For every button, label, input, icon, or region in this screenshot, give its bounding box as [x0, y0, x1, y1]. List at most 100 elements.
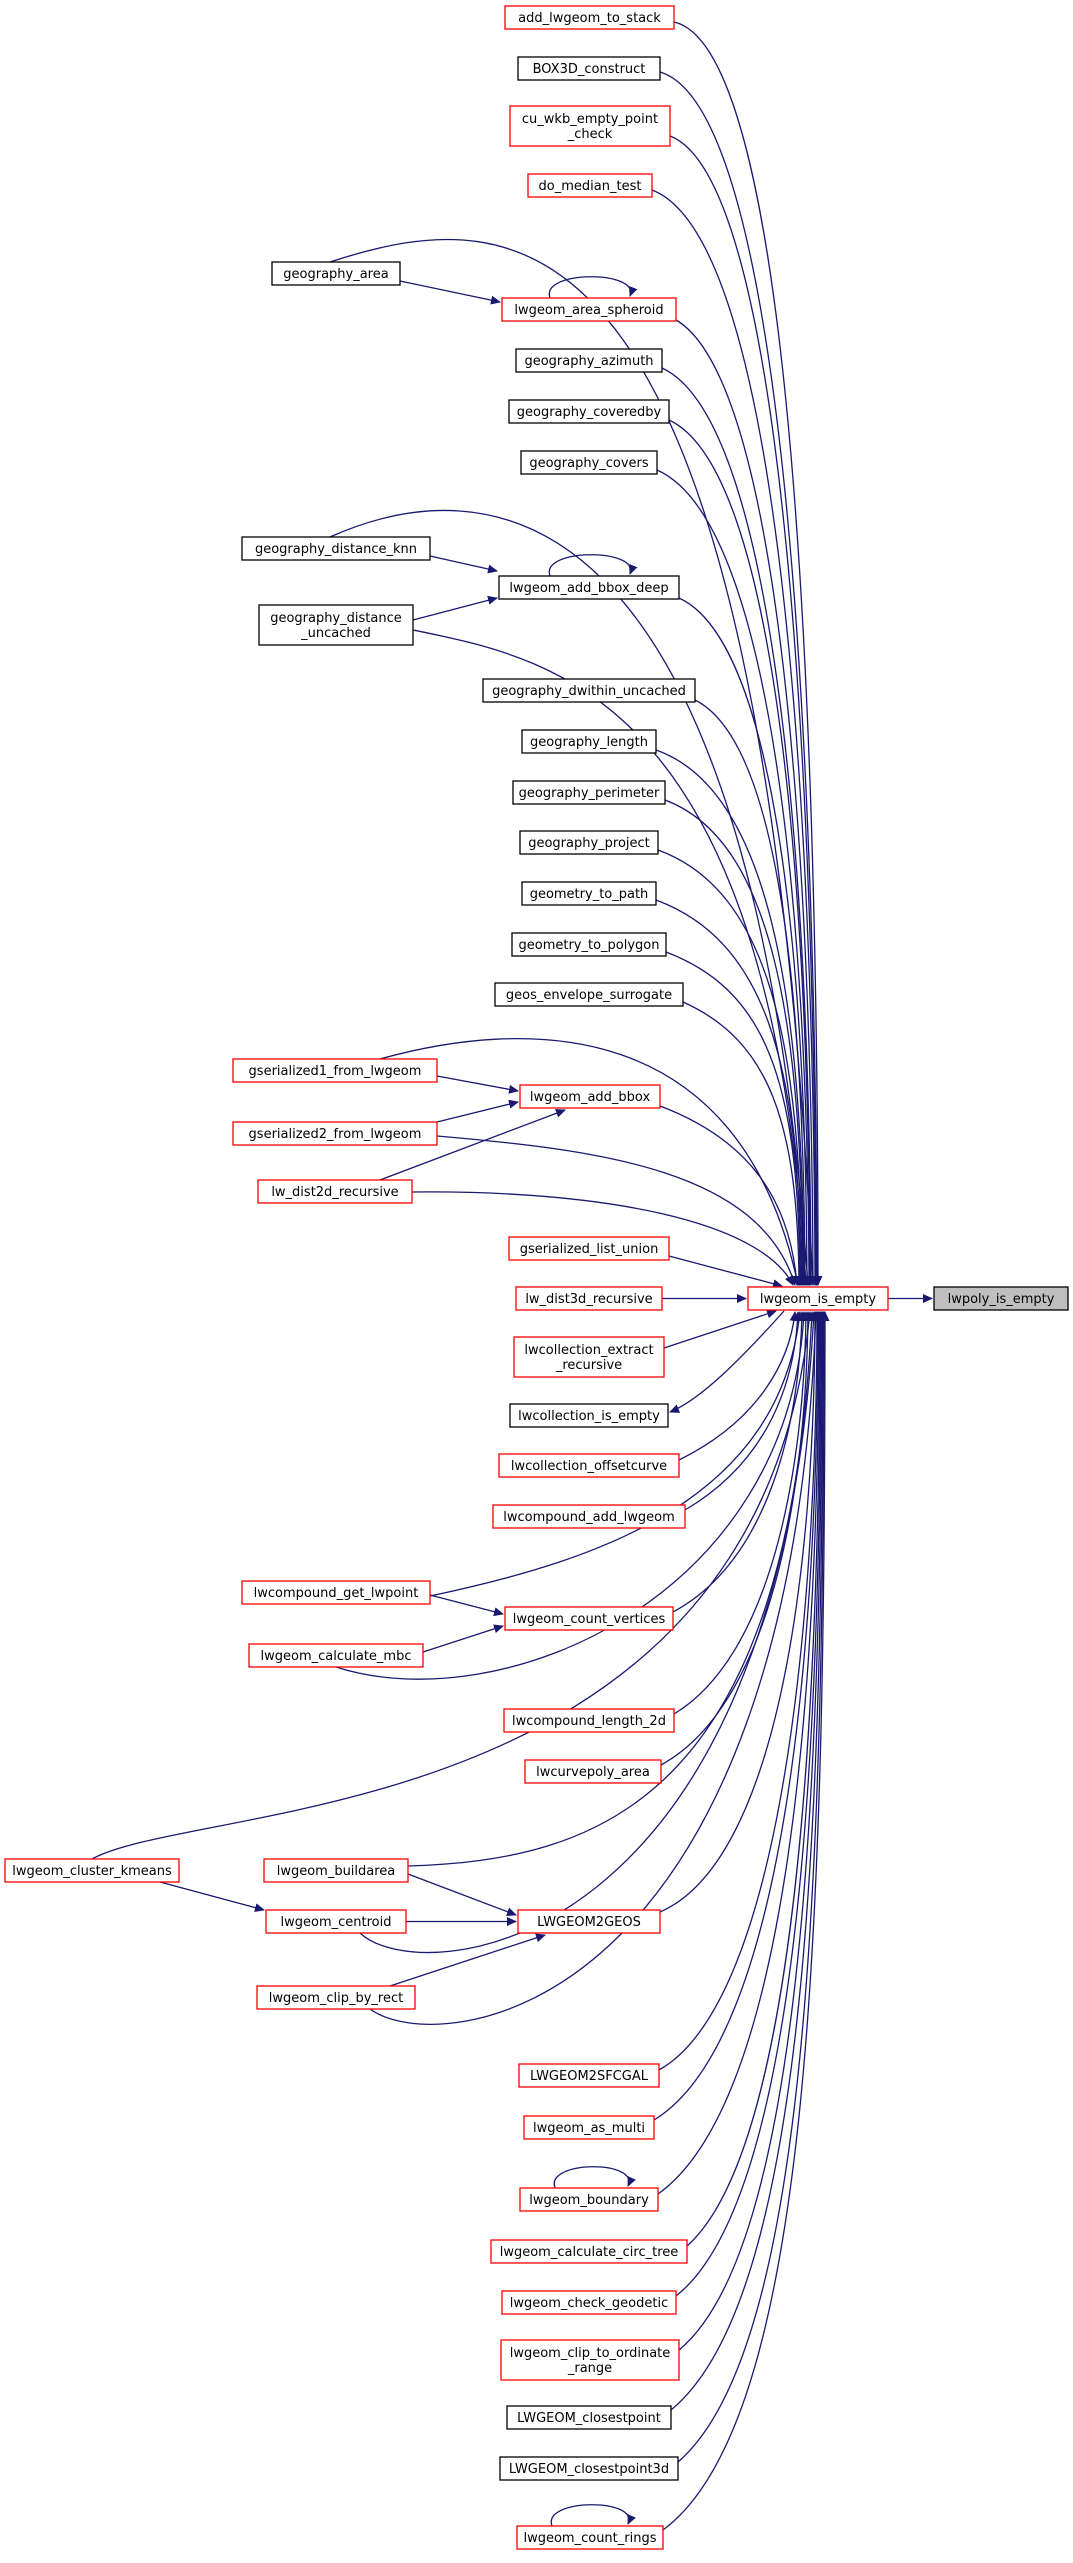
edge-lwgeom_count_vertices-to-lwgeom_is_empty: [672, 1311, 807, 1613]
node-LWGEOM2GEOS[interactable]: LWGEOM2GEOS: [517, 1909, 661, 1934]
node-lwgeom_as_multi[interactable]: lwgeom_as_multi: [523, 2115, 655, 2140]
edge-lwcollection_offsetcurve-to-lwgeom_is_empty: [678, 1311, 799, 1461]
edge-path: [678, 1311, 827, 2351]
edge-geography_dwithin_uncached-to-lwgeom_is_empty: [694, 699, 810, 1286]
edge-path: [659, 1105, 801, 1286]
edge-path: [159, 1881, 265, 1913]
node-label: gserialized2_from_lwgeom: [249, 1127, 422, 1142]
edge-path: [665, 951, 805, 1286]
node-label: lwgeom_count_rings: [523, 2531, 656, 2546]
node-label: do_median_test: [539, 179, 642, 194]
edge-path: [659, 1311, 820, 1913]
edge-lwgeom_area_spheroid-to-lwgeom_area_spheroid: [548, 276, 638, 299]
edge-lwcompound_length_2d-to-lwgeom_is_empty: [673, 1311, 811, 1715]
node-lwgeom_check_geodetic[interactable]: lwgeom_check_geodetic: [501, 2290, 677, 2315]
node-lwgeom_count_rings[interactable]: lwgeom_count_rings: [516, 2525, 664, 2550]
node-box: [500, 2339, 680, 2381]
edge-path: [379, 1108, 566, 1181]
node-lwcollection_extract_recursive[interactable]: lwcollection_extract_recursive: [513, 1336, 665, 1378]
node-label: lwgeom_cluster_kmeans: [12, 1864, 172, 1879]
edge-gserialized1_from_lwgeom-to-lwgeom_is_empty: [379, 1038, 801, 1286]
node-label: lwcollection_extract: [524, 1343, 653, 1358]
edge-path: [694, 699, 810, 1286]
node-box: [492, 1504, 686, 1529]
node-lwgeom_clip_by_rect[interactable]: lwgeom_clip_by_rect: [256, 1985, 416, 2010]
edge-lwgeom_buildarea-to-LWGEOM2GEOS: [407, 1873, 517, 1917]
node-label: lwgeom_centroid: [281, 1915, 392, 1930]
node-lwgeom_clip_to_ordinate_range[interactable]: lwgeom_clip_to_ordinate_range: [500, 2339, 680, 2381]
edge-lwcollection_extract_recursive-to-lwgeom_is_empty: [663, 1309, 777, 1349]
edge-geography_area-to-lwgeom_area_spheroid: [399, 280, 501, 305]
node-do_median_test[interactable]: do_median_test: [527, 173, 653, 198]
node-label: lwgeom_add_bbox_deep: [509, 581, 668, 596]
edge-lwcompound_add_lwgeom-to-lwgeom_is_empty: [684, 1311, 803, 1511]
node-label: gserialized_list_union: [520, 1242, 659, 1257]
node-geography_area: geography_area: [271, 261, 401, 286]
node-label: lwcompound_add_lwgeom: [503, 1510, 675, 1525]
edge-gserialized1_from_lwgeom-to-lwgeom_add_bbox: [436, 1075, 519, 1094]
edge-add_lwgeom_to_stack-to-lwgeom_is_empty: [673, 21, 823, 1286]
edge-path: [673, 21, 823, 1286]
node-label: geography_project: [528, 836, 650, 851]
node-lwgeom_cluster_kmeans[interactable]: lwgeom_cluster_kmeans: [4, 1858, 180, 1883]
node-box: [524, 1759, 662, 1784]
edge-path: [359, 1311, 819, 1954]
edge-path: [436, 1099, 519, 1123]
node-geography_dwithin_uncached: geography_dwithin_uncached: [482, 678, 696, 703]
node-label: geography_perimeter: [519, 786, 660, 801]
node-box: [271, 261, 401, 286]
edge-layer: [91, 21, 933, 2531]
node-lwgeom_add_bbox[interactable]: lwgeom_add_bbox: [519, 1084, 661, 1109]
node-lwcollection_offsetcurve[interactable]: lwcollection_offsetcurve: [498, 1453, 680, 1478]
node-gserialized2_from_lwgeom[interactable]: gserialized2_from_lwgeom: [232, 1121, 438, 1146]
node-box: [527, 173, 653, 198]
edge-lwgeom_is_empty-to-lwcollection_is_empty: [669, 1310, 785, 1413]
node-box: [257, 1179, 413, 1204]
node-lw_dist3d_recursive[interactable]: lw_dist3d_recursive: [515, 1286, 663, 1311]
edge-path: [550, 2504, 636, 2527]
node-box: [504, 5, 675, 30]
node-lwcurvepoly_area[interactable]: lwcurvepoly_area: [524, 1759, 662, 1784]
node-lwgeom_calculate_mbc[interactable]: lwgeom_calculate_mbc: [248, 1643, 424, 1668]
node-lw_dist2d_recursive[interactable]: lw_dist2d_recursive: [257, 1179, 413, 1204]
edge-path: [675, 319, 818, 1286]
node-box: [520, 450, 658, 475]
node-geos_envelope_surrogate: geos_envelope_surrogate: [494, 982, 684, 1007]
node-lwgeom_centroid[interactable]: lwgeom_centroid: [265, 1909, 407, 1934]
node-label: _recursive: [555, 1358, 622, 1373]
node-geography_distance_knn: geography_distance_knn: [241, 536, 431, 561]
edge-lwgeom_add_bbox_deep-to-lwgeom_add_bbox_deep: [548, 554, 638, 577]
node-lwgeom_is_empty[interactable]: lwgeom_is_empty: [747, 1286, 889, 1311]
node-label: _uncached: [300, 626, 371, 641]
node-box: [501, 2290, 677, 2315]
node-gserialized1_from_lwgeom[interactable]: gserialized1_from_lwgeom: [232, 1058, 438, 1083]
node-label: lwcompound_length_2d: [512, 1714, 666, 1729]
node-add_lwgeom_to_stack[interactable]: add_lwgeom_to_stack: [504, 5, 675, 30]
node-lwgeom_buildarea[interactable]: lwgeom_buildarea: [263, 1858, 409, 1883]
node-box: [521, 729, 657, 754]
edge-path: [673, 1311, 811, 1715]
edge-lwgeom_as_multi-to-lwgeom_is_empty: [653, 1311, 823, 2121]
edge-lwgeom_clip_to_ordinate_range-to-lwgeom_is_empty: [678, 1311, 827, 2351]
node-label: lwgeom_buildarea: [277, 1864, 396, 1879]
node-label: geography_covers: [529, 456, 649, 471]
edge-gserialized_list_union-to-lwgeom_is_empty: [668, 1255, 783, 1289]
node-lwgeom_calculate_circ_tree[interactable]: lwgeom_calculate_circ_tree: [490, 2239, 688, 2264]
edge-lwgeom_centroid-to-lwgeom_is_empty: [359, 1311, 819, 1954]
node-lwgeom_count_vertices[interactable]: lwgeom_count_vertices: [504, 1606, 674, 1631]
node-box: [498, 1453, 680, 1478]
node-lwcompound_length_2d[interactable]: lwcompound_length_2d: [503, 1708, 675, 1733]
node-LWGEOM2SFCGAL[interactable]: LWGEOM2SFCGAL: [518, 2063, 660, 2088]
node-cu_wkb_empty_point_check[interactable]: cu_wkb_empty_point_check: [509, 105, 671, 147]
edge-path: [672, 1311, 807, 1613]
node-lwgeom_area_spheroid[interactable]: lwgeom_area_spheroid: [501, 297, 677, 322]
node-box: [241, 536, 431, 561]
edge-lw_dist2d_recursive-to-lwgeom_add_bbox: [379, 1108, 566, 1181]
node-lwcompound_add_lwgeom[interactable]: lwcompound_add_lwgeom: [492, 1504, 686, 1529]
node-lwgeom_boundary[interactable]: lwgeom_boundary: [519, 2187, 659, 2212]
node-gserialized_list_union[interactable]: gserialized_list_union: [508, 1236, 670, 1261]
node-lwcompound_get_lwpoint[interactable]: lwcompound_get_lwpoint: [241, 1580, 431, 1605]
edge-path: [399, 280, 501, 305]
node-box: [258, 604, 414, 646]
